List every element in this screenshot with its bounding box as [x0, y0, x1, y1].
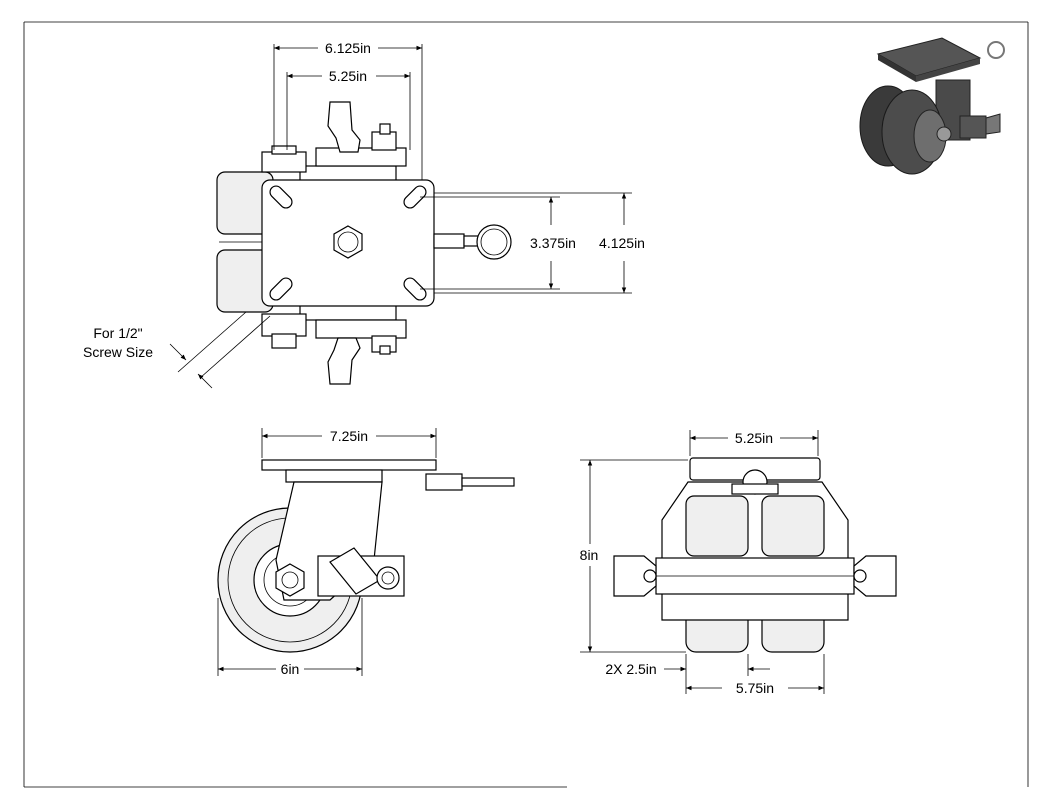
- center-hex-nut: [333, 225, 363, 259]
- side-axle-nut: [275, 563, 305, 597]
- pull-ring: [476, 224, 512, 260]
- front-view: 5.25in 8in 2X 2.5in 5.75in: [580, 430, 897, 696]
- render-pull-ring: [987, 41, 1005, 59]
- isometric-render: [859, 37, 1005, 175]
- dim-top-overall-width: 6.125in: [325, 40, 371, 56]
- dim-side-wheel-diameter: 6in: [281, 661, 300, 677]
- screw-note-line1: For 1/2": [93, 325, 142, 341]
- side-top-plate: [261, 459, 437, 471]
- top-view: 6.125in 5.25in 3.375in 4.125in For 1/2" …: [83, 40, 645, 389]
- side-view: 7.25in 6in: [217, 428, 515, 677]
- side-brake-lever: [425, 473, 463, 491]
- top-bolt-upper-left: [261, 151, 307, 173]
- front-lever-right: [853, 555, 897, 597]
- top-brake-lever: [433, 233, 465, 249]
- top-brake-pedal-lower: [327, 337, 361, 385]
- front-lever-left: [613, 555, 657, 597]
- dim-front-wheel-width: 2X 2.5in: [605, 661, 656, 677]
- render-brake: [959, 115, 987, 139]
- dim-front-overall-width: 5.75in: [736, 680, 774, 696]
- plate-bolt-slots: [269, 185, 427, 301]
- top-brake-pedal-upper: [327, 101, 361, 153]
- dim-front-plate-width: 5.25in: [735, 430, 773, 446]
- dim-front-height: 8in: [580, 547, 599, 563]
- top-nut-upper: [379, 123, 391, 135]
- dim-top-bolt-height: 3.375in: [530, 235, 576, 251]
- dim-side-plate-length: 7.25in: [330, 428, 368, 444]
- dim-top-bolt-width: 5.25in: [329, 68, 367, 84]
- dim-top-overall-height: 4.125in: [599, 235, 645, 251]
- screw-note-line2: Screw Size: [83, 344, 153, 360]
- drawing-border: [23, 21, 1029, 788]
